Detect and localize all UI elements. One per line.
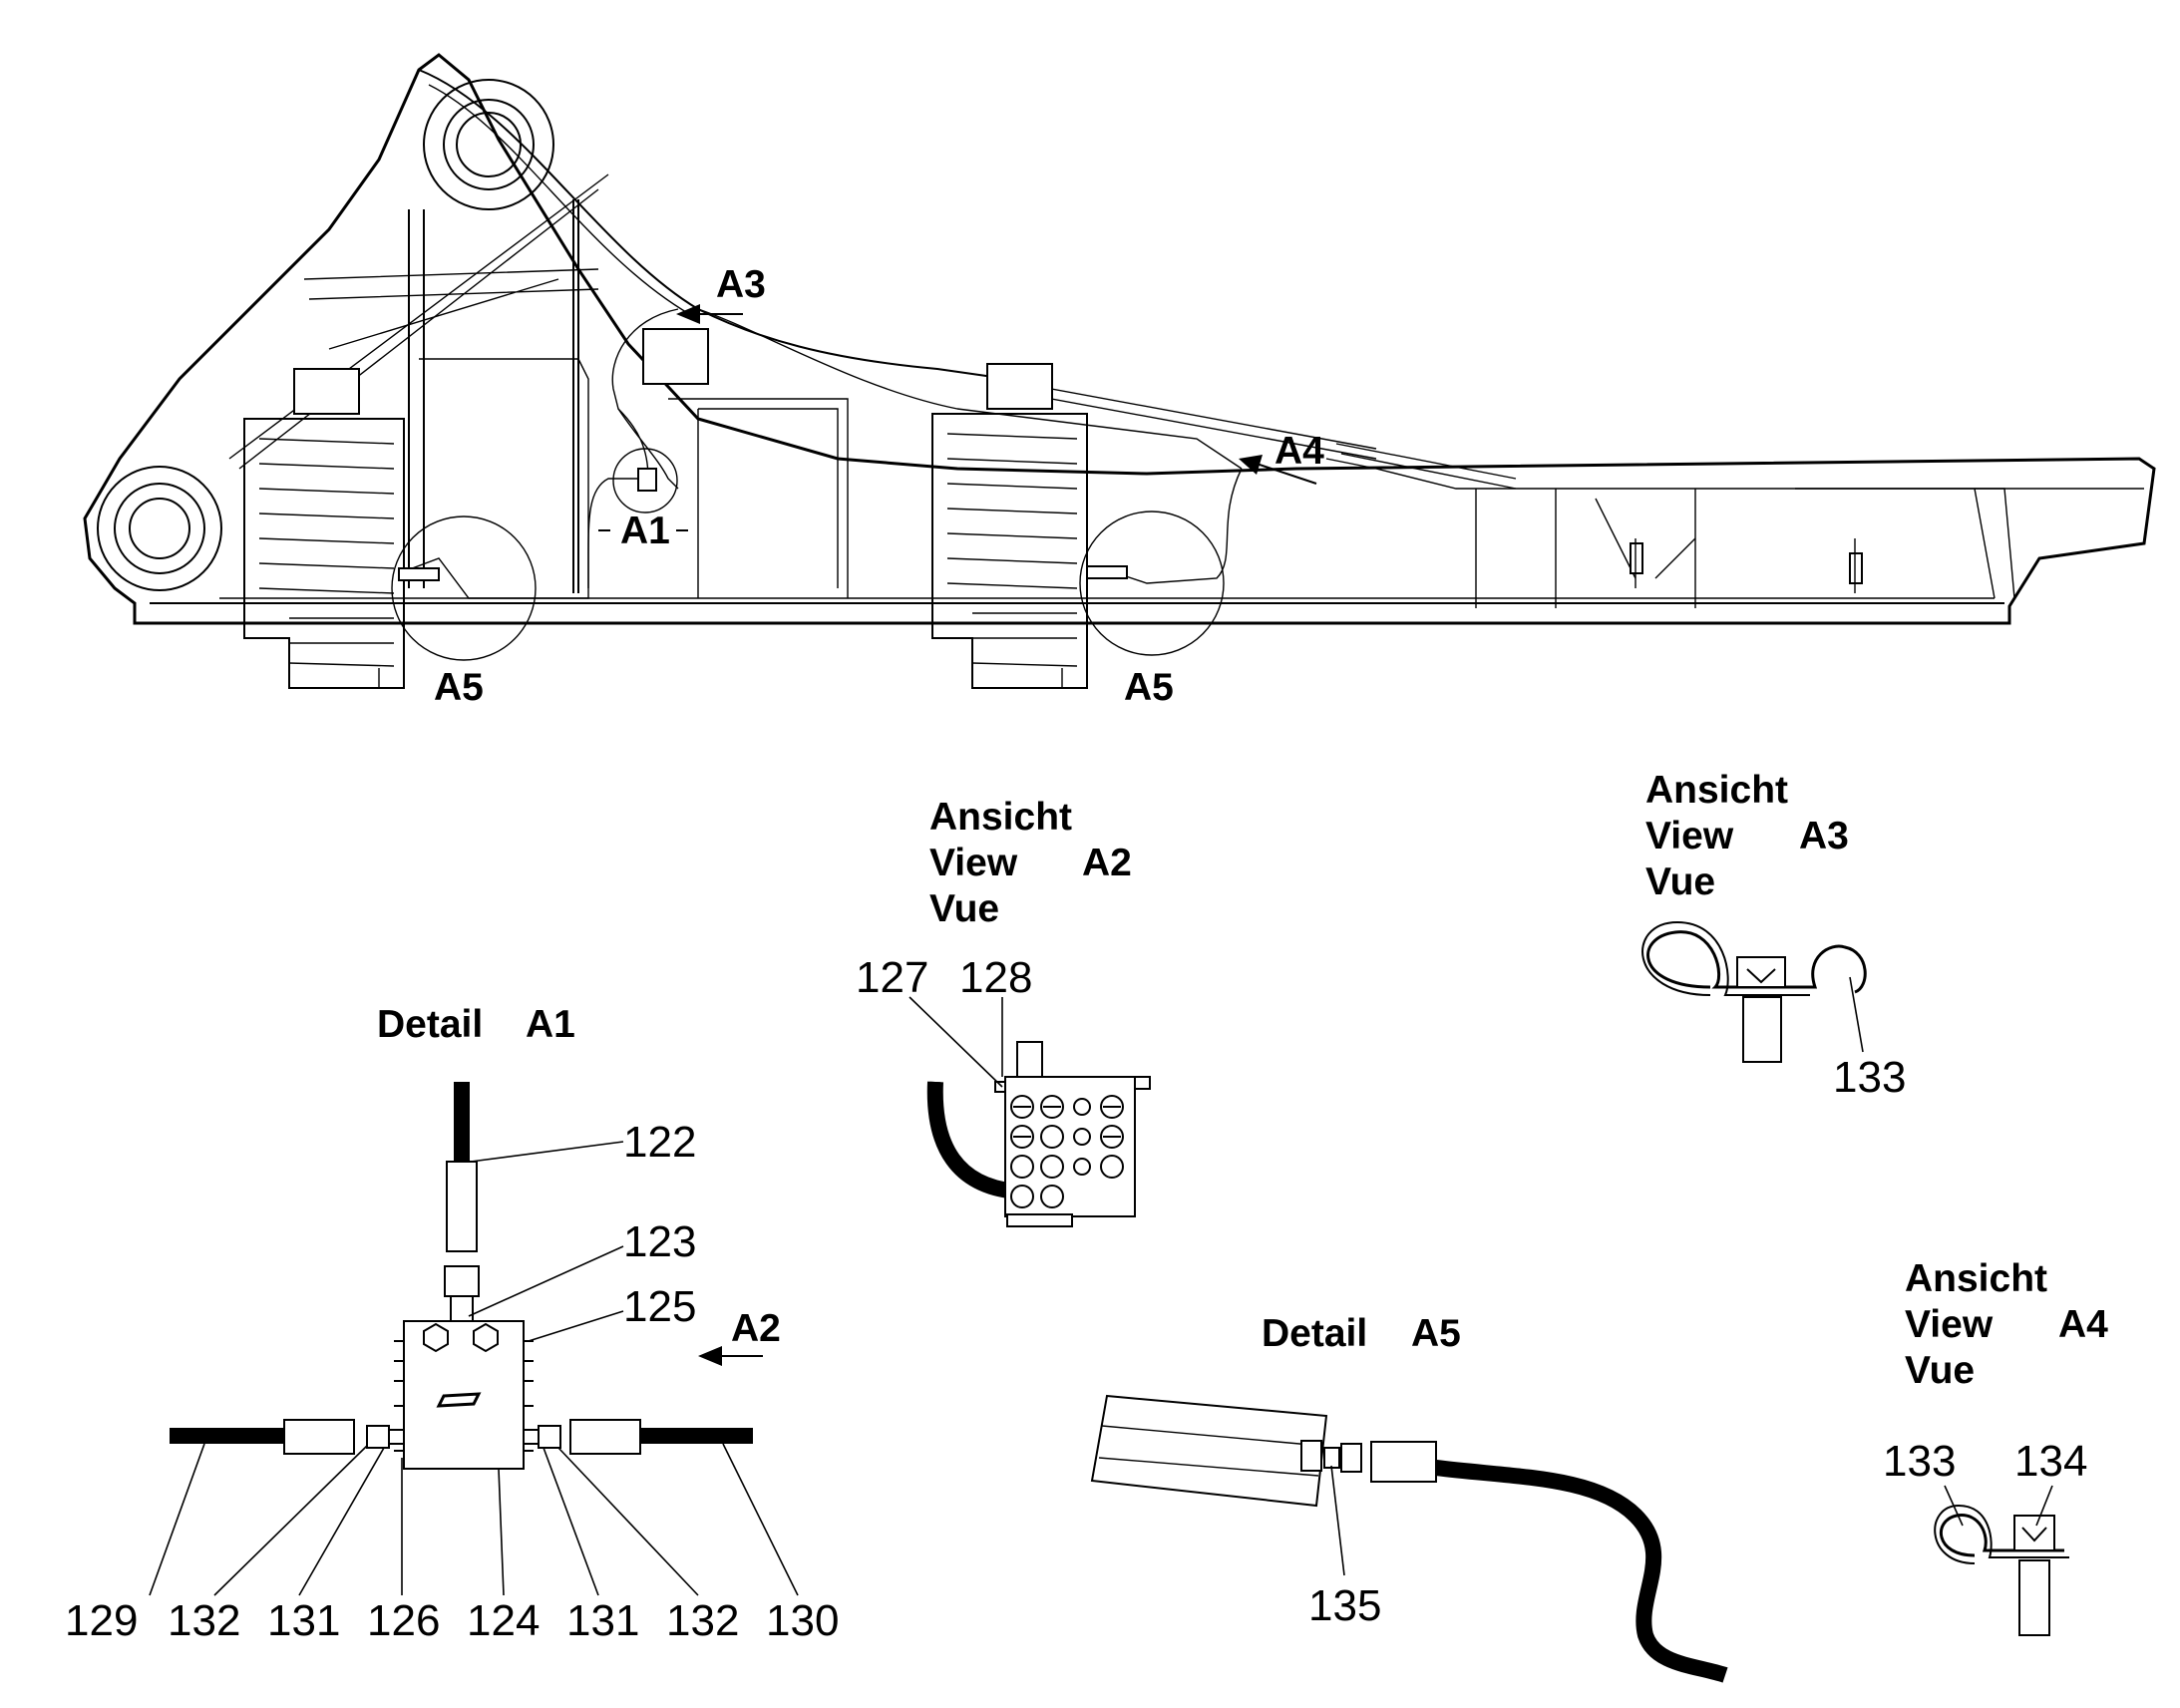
label-a5-right: A5 (1124, 666, 1174, 709)
view-a4-ref: A4 (2058, 1303, 2108, 1346)
callout-circle-a5-right (1079, 511, 1225, 656)
distributor-block (394, 1320, 534, 1470)
view-a2-ref: A2 (1082, 842, 1132, 884)
view-a3-line2: View (1645, 815, 1734, 857)
label-a3: A3 (716, 263, 766, 306)
part-135: 135 (1308, 1581, 1381, 1630)
part-128: 128 (959, 953, 1032, 1002)
part-125: 125 (623, 1282, 696, 1331)
a3-double-clip (1641, 920, 1867, 1063)
detail-a5-title-ref: A5 (1411, 1312, 1461, 1355)
part-122: 122 (623, 1118, 696, 1167)
view-a4-line2: View (1905, 1303, 1994, 1346)
part-132-left: 132 (168, 1596, 240, 1645)
label-a4: A4 (1274, 430, 1324, 473)
overview-assembly: A3 A4 A1 A5 A5 (83, 53, 2156, 709)
a2-port-grid (1010, 1095, 1124, 1208)
part-131-left: 131 (267, 1596, 340, 1645)
label-a1: A1 (620, 510, 670, 552)
view-a4-line3: Vue (1905, 1349, 1975, 1392)
detail-a1-title-word: Detail (377, 1003, 483, 1046)
view-a2-line1: Ansicht (929, 796, 1072, 839)
view-a3-line3: Vue (1645, 860, 1715, 903)
view-a3-ref: A3 (1799, 815, 1849, 857)
label-a5-left: A5 (434, 666, 484, 709)
view-arrow-a3 (676, 304, 743, 324)
view-a2: Ansicht View A2 Vue 12 (856, 796, 1151, 1227)
upper-pivot-boss (423, 79, 554, 210)
view-a3: Ansicht View A3 Vue 133 (1641, 769, 1906, 1102)
view-arrow-a2 (698, 1346, 763, 1366)
detail-a1-arrow-label: A2 (731, 1307, 781, 1350)
detail-a5: Detail A5 135 (1090, 1312, 1728, 1683)
detail-a1: Detail A1 A2 (65, 1003, 839, 1645)
detail-a5-title-word: Detail (1262, 1312, 1367, 1355)
view-a2-line2: View (929, 842, 1018, 884)
part-126: 126 (367, 1596, 440, 1645)
view-a2-line3: Vue (929, 887, 999, 930)
part-132-right: 132 (666, 1596, 739, 1645)
detail-a1-title-ref: A1 (526, 1003, 575, 1046)
right-wheel (931, 363, 1088, 689)
view-a4-line1: Ansicht (1905, 1257, 2047, 1300)
part-127: 127 (856, 953, 928, 1002)
view-arrow-a4 (1239, 455, 1317, 485)
part-124: 124 (467, 1596, 540, 1645)
view-a3-line1: Ansicht (1645, 769, 1788, 812)
part-129: 129 (65, 1596, 138, 1645)
part-131-right: 131 (566, 1596, 639, 1645)
part-123: 123 (623, 1217, 696, 1266)
part-134: 134 (2014, 1437, 2087, 1486)
frame-outline (83, 53, 2156, 625)
callout-circle-a5-left (391, 515, 537, 661)
lower-pivot-boss (97, 466, 222, 591)
a4-single-clip (1934, 1504, 2069, 1636)
left-wheel (243, 368, 405, 689)
view-a4: Ansicht View A4 Vue 133 134 (1883, 1257, 2108, 1636)
callout-circle-a1 (612, 448, 678, 513)
part-130: 130 (766, 1596, 839, 1645)
part-133-a4: 133 (1883, 1437, 1956, 1486)
part-133-a3: 133 (1833, 1053, 1906, 1102)
